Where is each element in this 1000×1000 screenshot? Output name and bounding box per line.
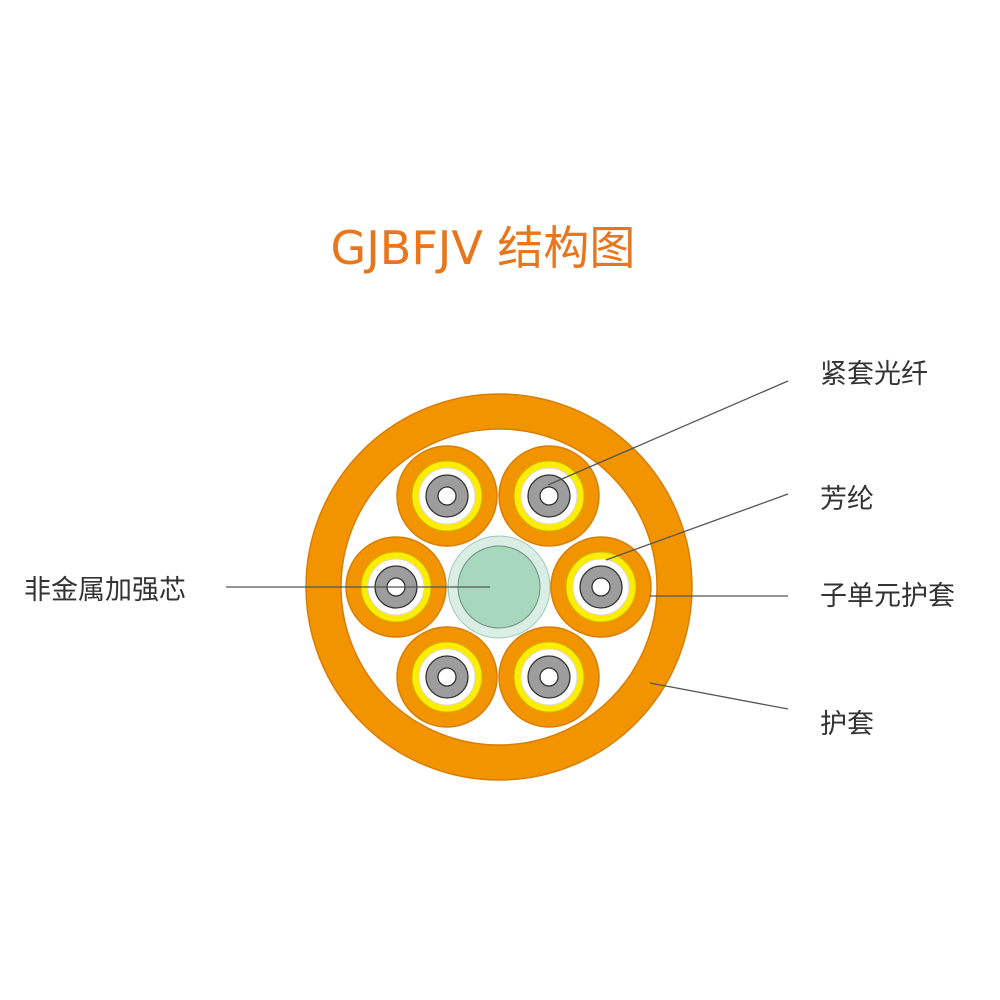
subunit-2 [498,445,600,547]
subunit-5 [396,626,498,728]
leader-line-tight-buffered-fiber [547,380,789,486]
leader-line-aramid-yarn [605,493,789,561]
label-strength-member: 非金属加强芯 [24,575,186,606]
diagram-title: GJBFJV 结构图 [331,221,636,275]
label-subunit-jacket: 子单元护套 [820,581,955,612]
optical-fiber [539,486,559,506]
leader-lines [226,380,789,710]
label-outer-jacket: 护套 [820,709,874,740]
subunit-4 [550,536,652,638]
central-strength-member [447,535,551,639]
leader-line-outer-jacket [649,682,789,710]
subunits [345,445,652,728]
optical-fiber [437,486,457,506]
optical-fiber [437,667,457,687]
optical-fiber [539,667,559,687]
optical-fiber [591,577,611,597]
subunit-6 [498,626,600,728]
subunit-1 [396,445,498,547]
label-aramid-yarn: 芳纶 [820,484,874,515]
label-tight-buffered-fiber: 紧套光纤 [820,359,928,390]
